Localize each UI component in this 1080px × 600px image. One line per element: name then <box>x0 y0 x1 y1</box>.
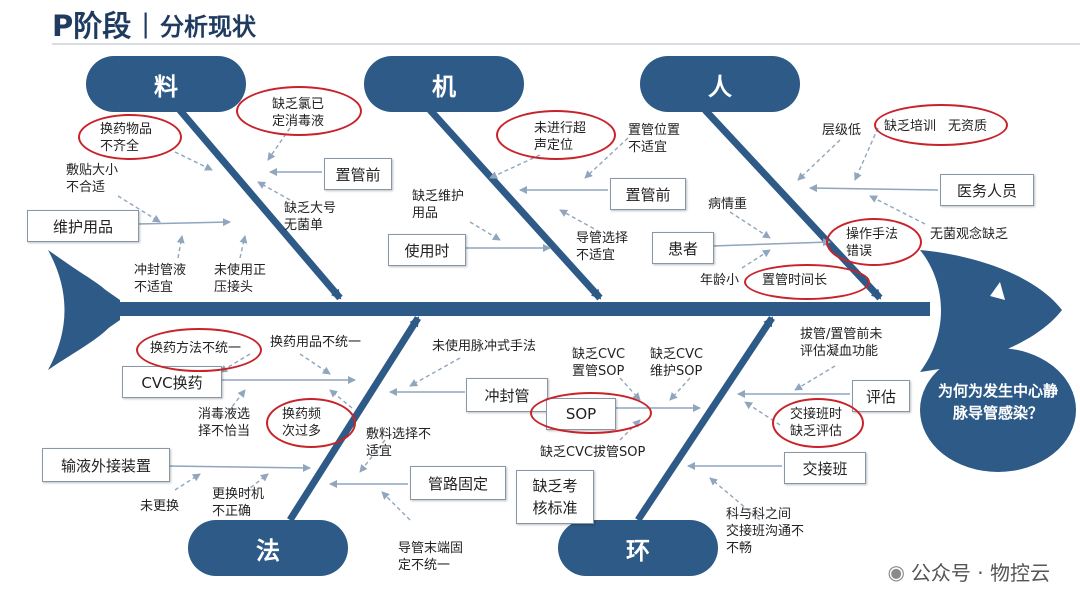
people-box-patient: 患者 <box>652 232 714 264</box>
category-material: 料 <box>86 56 246 112</box>
highlight-ellipse <box>78 114 182 160</box>
people-label-sick: 病情重 <box>708 197 748 212</box>
method-box-flush: 冲封管 <box>466 378 548 412</box>
environment-label-coag: 拔管/置管前未 评估凝血功能 <box>800 327 883 359</box>
material-label-sterile: 缺乏大号 无菌单 <box>284 201 337 233</box>
title-separator: | <box>141 9 151 39</box>
highlight-ellipse <box>826 218 922 266</box>
highlight-ellipse <box>266 398 356 448</box>
material-label-dressing: 敷贴大小 不合适 <box>66 163 119 195</box>
method-label-not-replaced: 未更换 <box>140 499 180 514</box>
machine-label-position: 置管位置 不适宜 <box>628 123 681 155</box>
highlight-ellipse <box>530 392 652 434</box>
environment-label-sop-remove: 缺乏CVC拔管SOP <box>540 445 646 460</box>
highlight-ellipse <box>744 264 870 300</box>
question-bubble <box>920 348 1076 472</box>
highlight-ellipse <box>496 110 616 160</box>
page-title: P阶段 <box>52 9 132 43</box>
watermark-text: 公众号 · 物控云 <box>910 561 1050 585</box>
environment-box-handover: 交接班 <box>784 452 866 484</box>
method-label-pulse: 未使用脉冲式手法 <box>432 339 537 354</box>
people-box-staff: 医务人员 <box>940 174 1034 206</box>
highlight-ellipse <box>772 398 864 448</box>
header-divider <box>52 43 1080 45</box>
page-header: P阶段 | 分析现状 <box>52 6 257 43</box>
category-machine: 机 <box>364 56 524 112</box>
machine-box-before: 置管前 <box>610 178 686 210</box>
category-method: 法 <box>188 520 348 576</box>
environment-label-sop-maintain: 缺乏CVC 维护SOP <box>650 347 704 379</box>
machine-label-choice: 导管选择 不适宜 <box>576 231 629 263</box>
material-box-before: 置管前 <box>324 158 392 190</box>
material-box-supplies: 维护用品 <box>27 210 139 242</box>
category-environment: 环 <box>558 520 718 576</box>
wechat-icon: ◉ <box>887 559 905 584</box>
fish-head <box>920 250 1062 372</box>
material-label-connector: 未使用正 压接头 <box>214 263 267 295</box>
highlight-ellipse <box>874 104 1008 146</box>
watermark: ◉ 公众号 · 物控云 <box>887 557 1050 586</box>
highlight-ellipse <box>136 328 262 372</box>
fish-spine <box>100 302 930 316</box>
highlight-ellipse <box>236 86 362 136</box>
environment-box-standard: 缺乏考 核标准 <box>516 470 594 524</box>
environment-box-assess: 评估 <box>852 380 910 412</box>
method-label-solution: 消毒液选 择不恰当 <box>198 407 251 439</box>
method-box-infusion: 输液外接装置 <box>42 448 170 482</box>
people-label-aseptic: 无菌观念缺乏 <box>930 227 1009 242</box>
environment-label-sop-place: 缺乏CVC 置管SOP <box>572 347 626 379</box>
method-label-timing: 更换时机 不正确 <box>212 487 265 519</box>
page-subtitle: 分析现状 <box>160 12 257 41</box>
method-label-supplies: 换药用品不统一 <box>270 335 362 350</box>
machine-box-use: 使用时 <box>388 234 466 266</box>
environment-label-dept: 科与科之间 交接班沟通不 不畅 <box>726 507 805 556</box>
method-label-tail: 导管末端固 定不统一 <box>398 541 464 573</box>
material-label-seal: 冲封管液 不适宜 <box>134 263 187 295</box>
method-box-fix: 管路固定 <box>410 466 506 500</box>
people-label-age: 年龄小 <box>700 273 740 288</box>
machine-label-lack: 缺乏维护 用品 <box>412 189 465 221</box>
method-label-dressing-choice: 敷料选择不 适宜 <box>366 427 432 459</box>
category-people: 人 <box>640 56 800 112</box>
question-text: 为何为发生中心静脉导管感染？ <box>938 382 1059 422</box>
people-label-level: 层级低 <box>822 123 862 138</box>
